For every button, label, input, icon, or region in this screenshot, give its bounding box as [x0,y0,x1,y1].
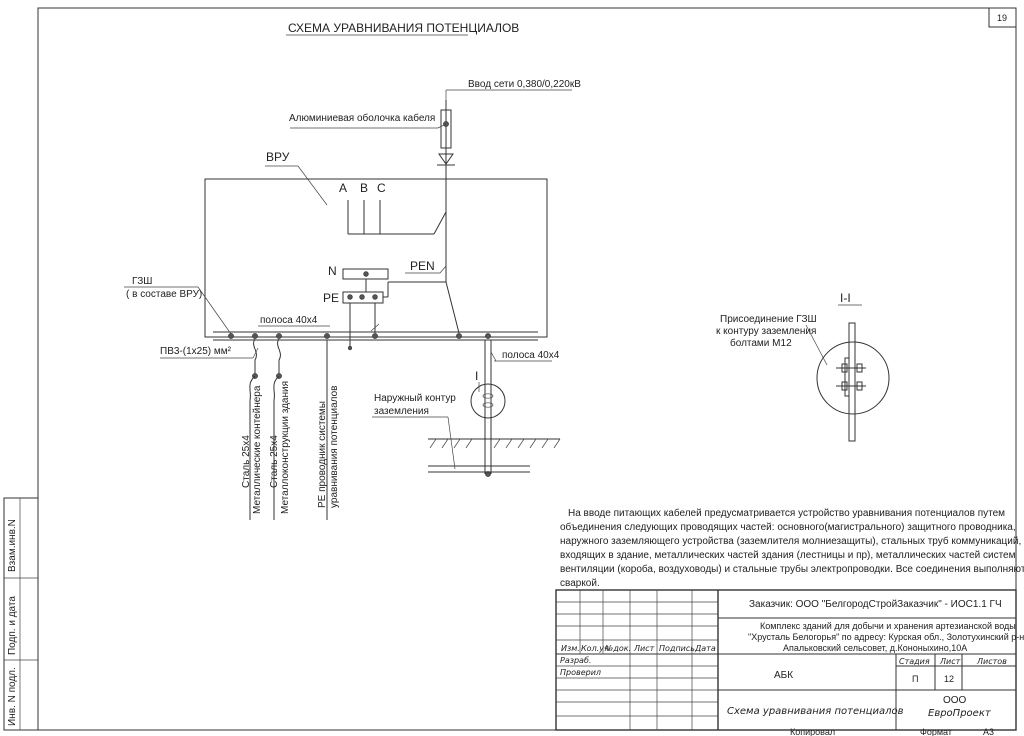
note-line-4: входящих в здание, металлических частей … [560,550,1016,561]
vert-label-3b: уравнивания потенциалов [329,386,340,509]
section-label-2: к контуру заземления [716,326,816,337]
section-circle [816,341,890,415]
pv3-label: ПВ3-(1х25) мм² [160,346,232,357]
vert-label-2b: Металлоконструкции здания [280,381,291,514]
note-line-6: сваркой. [560,578,600,589]
sheet-frame [37,7,1017,731]
note-line-1: На вводе питающих кабелей предусматривае… [568,507,1005,519]
object-line-2: "Хрусталь Белогорья" по адресу: Курская … [748,632,1024,642]
side-strip: Взам.инв.N Подп. и дата Инв. N подл. [3,497,39,731]
section-title: I-I [840,291,851,305]
gzsh-note: ( в составе ВРУ) [126,289,202,300]
side-label-inv: Инв. N подл. [7,667,18,726]
note: На вводе питающих кабелей предусматривае… [560,507,1024,589]
note-line-3: наружного заземляющего устройства (зазем… [560,535,1021,547]
hdr-podpis: Подпись [659,644,695,653]
drawing-title: Схема уравнивания потенциалов [727,706,904,717]
hdr-list: Лист [633,644,655,653]
hdr-data: Дата [694,644,716,653]
section-label-1: Присоединение ГЗШ [720,314,817,325]
footer-format-value: А3 [983,727,994,736]
side-label-vzam: Взам.инв.N [7,519,18,572]
hdr-ndok: №док. [604,644,631,653]
vert-label-1b: Металлические контейнера [252,385,263,514]
scheme-title: СХЕМА УРАВНИВАНИЯ ПОТЕНЦИАЛОВ [288,21,519,35]
vert-label-2a: Сталь 25х4 [269,435,280,488]
title-block: Изм. Кол.уч №док. Лист Подпись Дата Разр… [555,589,1024,731]
sheets-header: Листов [976,657,1007,666]
strip-right-label: полоса 40х4 [502,350,560,361]
ground-contour: полоса 40х4 I Наружный контур заземления [372,340,561,477]
outer-contour-label-1: Наружный контур [374,393,456,404]
note-line-2: объединения следующих проводящих частей:… [560,521,1016,533]
cable-sheath-label: Алюминиевая оболочка кабеля [289,112,435,124]
razrab-label: Разраб. [560,656,591,665]
stage-value: П [912,674,918,684]
detail-circle-i [470,383,506,419]
org-line-2: ЕвроПроект [928,708,992,719]
pen-n-pe: PEN N PE [323,259,447,348]
phase-b: В [360,181,368,195]
footer-copied: Копировал [790,727,835,736]
gzsh-label: ГЗШ [132,276,152,287]
hatching [429,438,561,449]
object-line-3: Апальковский сельсовет, д.Кононыхино,10А [783,643,967,653]
hdr-kolvo: Кол.уч [581,644,609,653]
phase-c: С [377,181,386,195]
note-line-5: вентиляции (короба, воздуховоды) и сталь… [560,563,1024,575]
building: АБК [774,670,793,681]
sheet-header: Лист [939,657,961,666]
phase-conductors: А В С [339,181,447,235]
strip-top-label: полоса 40х4 [260,315,318,326]
vru-box [204,178,548,338]
pe-label: PE [323,291,339,305]
vert-label-3a: PE проводник системы [317,401,328,508]
gzsh-bus: полоса 40х4 ГЗШ ( в составе ВРУ) [124,276,538,351]
mains-input: Ввод сети 0,380/0,220кВ Алюминиевая обол… [289,79,581,272]
pen-label: PEN [410,259,435,273]
section-label-3: болтами М12 [730,337,792,349]
section-detail: I-I Присоединение ГЗШ к контуру заземлен… [716,291,890,442]
vertical-leads: ПВ3-(1х25) мм² Сталь 25х4 Металлические … [160,338,340,520]
section-mark: I [475,369,478,383]
sheet-number: 19 [997,13,1007,23]
object-line-1: Комплекс зданий для добычи и хранения ар… [760,621,1016,631]
outer-contour-label-2: заземления [374,406,429,417]
proveril-label: Проверил [560,668,601,677]
side-label-podp: Подп. и дата [7,596,18,655]
customer: Заказчик: ООО "БелгородСтройЗаказчик" - … [749,599,1002,610]
phase-a: А [339,181,347,195]
vru-label: ВРУ [266,150,290,164]
hdr-izm: Изм. [561,644,580,653]
footer-format: Формат [920,727,952,736]
stage-header: Стадия [899,657,930,666]
mains-input-label: Ввод сети 0,380/0,220кВ [468,79,581,90]
vert-label-1a: Сталь 25х4 [241,435,252,488]
org-line-1: ООО [943,695,967,706]
sheet-value: 12 [944,674,954,684]
sheet-number-box [988,7,1017,28]
n-label: N [328,264,337,278]
